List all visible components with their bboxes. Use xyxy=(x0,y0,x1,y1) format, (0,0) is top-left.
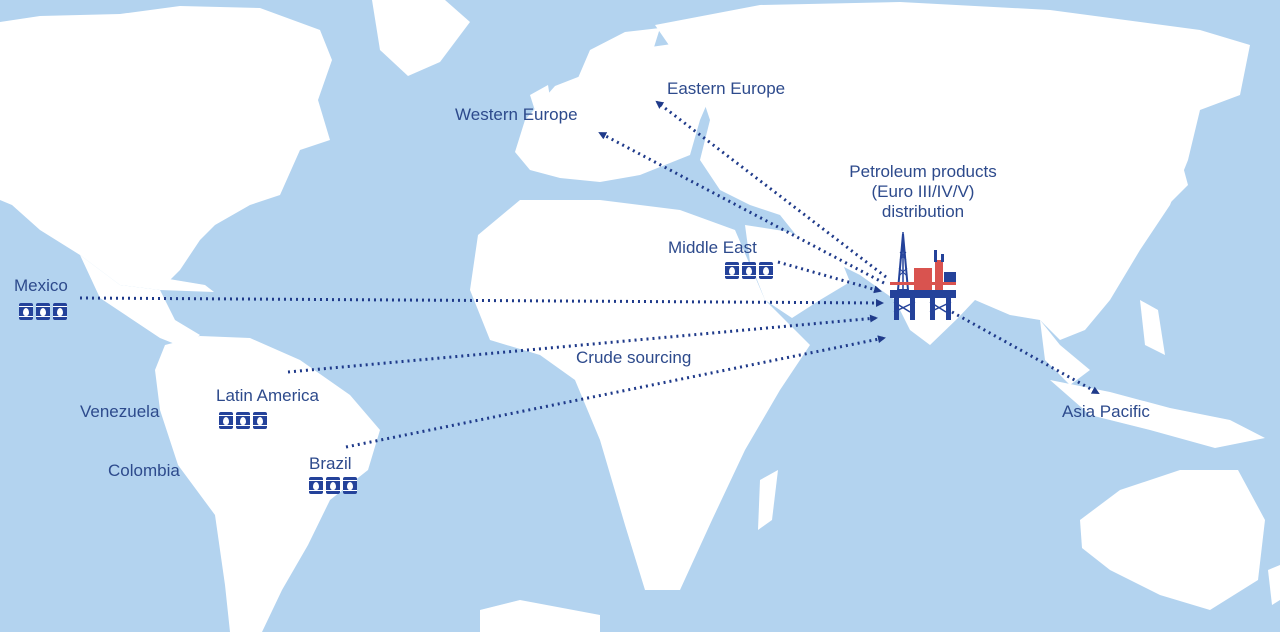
barrels-brazil xyxy=(309,477,357,494)
barrels-latin-america xyxy=(219,412,267,429)
greenland xyxy=(372,0,470,76)
central-america xyxy=(80,255,200,348)
oil-barrel-icon xyxy=(219,412,233,429)
south-america xyxy=(155,336,380,632)
arrow-latin-america-to-hub xyxy=(287,314,878,374)
oil-barrel-icon xyxy=(53,303,67,320)
label-middle-east: Middle East xyxy=(668,238,757,257)
refinery-icon xyxy=(890,232,956,320)
hub-label-line-1: Petroleum products xyxy=(849,162,997,181)
hub-label: Petroleum products (Euro III/IV/V) distr… xyxy=(822,162,1024,222)
label-colombia: Colombia xyxy=(108,461,180,480)
label-latin-america: Latin America xyxy=(216,386,319,405)
oil-barrel-icon xyxy=(343,477,357,494)
philippines xyxy=(1140,300,1165,355)
oil-barrel-icon xyxy=(309,477,323,494)
oil-barrel-icon xyxy=(36,303,50,320)
arrow-brazil-to-hub xyxy=(345,335,886,449)
label-western-europe: Western Europe xyxy=(455,105,578,124)
barrels-mexico xyxy=(19,303,67,320)
arrow-hub-to-eastern-europe xyxy=(655,100,887,279)
southeast-asia-peninsula xyxy=(1040,320,1090,385)
oil-barrel-icon xyxy=(253,412,267,429)
australia xyxy=(1080,470,1265,610)
arabian-peninsula xyxy=(745,225,850,318)
hub-label-line-2: (Euro III/IV/V) xyxy=(871,182,975,201)
asia xyxy=(655,2,1250,345)
oil-barrel-icon xyxy=(725,262,739,279)
arrow-hub-to-asia-pacific xyxy=(951,310,1100,395)
oil-barrel-icon xyxy=(742,262,756,279)
madagascar xyxy=(758,470,778,530)
label-asia-pacific: Asia Pacific xyxy=(1062,402,1150,421)
label-eastern-europe: Eastern Europe xyxy=(667,79,786,98)
label-mexico: Mexico xyxy=(14,276,68,295)
new-zealand xyxy=(1268,565,1280,605)
africa xyxy=(470,200,810,590)
europe xyxy=(515,40,715,182)
label-venezuela: Venezuela xyxy=(80,402,160,421)
route-arrows xyxy=(79,100,1100,449)
oil-barrel-icon xyxy=(236,412,250,429)
japan xyxy=(1148,130,1188,205)
arrow-mexico-to-hub xyxy=(79,296,884,307)
antarctic-edge xyxy=(480,600,600,632)
indonesia xyxy=(1050,380,1265,448)
barrels-middle-east xyxy=(725,262,773,279)
oil-barrel-icon xyxy=(19,303,33,320)
caribbean xyxy=(145,275,214,292)
british-isles xyxy=(530,85,552,120)
scandinavia xyxy=(575,28,660,88)
hub-label-line-3: distribution xyxy=(881,202,965,221)
north-america xyxy=(0,6,332,290)
label-brazil: Brazil xyxy=(309,454,352,473)
label-crude-sourcing: Crude sourcing xyxy=(576,348,692,367)
oil-barrel-icon xyxy=(326,477,340,494)
oil-barrel-icon xyxy=(759,262,773,279)
